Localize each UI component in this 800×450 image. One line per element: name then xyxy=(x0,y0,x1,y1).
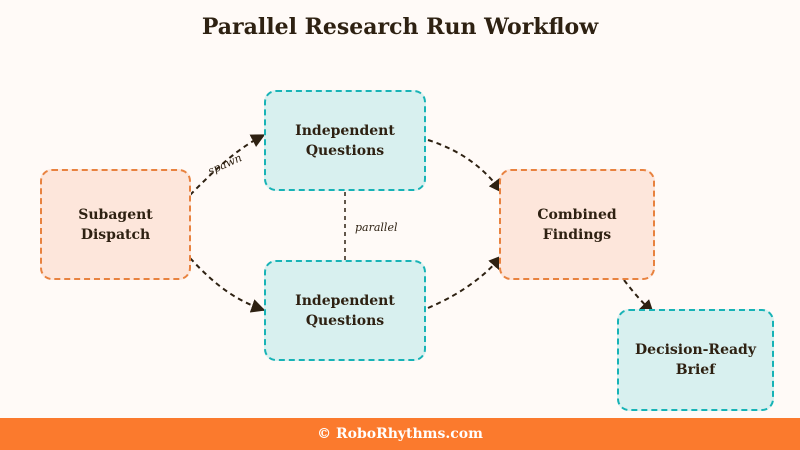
node-independent-questions-bottom-label: Independent Questions xyxy=(295,292,395,329)
edge-dispatch-to-bottom xyxy=(189,257,266,313)
node-decision-ready-brief-label: Decision-Ready Brief xyxy=(635,342,756,378)
node-independent-questions-top: Independent Questions xyxy=(264,90,426,191)
node-independent-questions-top-label: Independent Questions xyxy=(295,122,395,159)
node-combined-findings-label: Combined Findings xyxy=(537,206,617,243)
edge-label-parallel: parallel xyxy=(355,221,398,234)
edge-dispatch-to-top xyxy=(189,134,266,196)
node-subagent-dispatch: Subagent Dispatch xyxy=(40,169,191,280)
node-combined-findings: Combined Findings xyxy=(499,169,655,280)
node-independent-questions-bottom: Independent Questions xyxy=(264,260,426,361)
footer-copyright: © RoboRhythms.com xyxy=(0,418,800,450)
node-subagent-dispatch-label: Subagent Dispatch xyxy=(78,206,153,243)
diagram-title: Parallel Research Run Workflow xyxy=(201,14,599,40)
edge-top-to-combined xyxy=(427,139,503,194)
edge-bottom-to-combined xyxy=(427,254,503,309)
node-decision-ready-brief: Decision-Ready Brief xyxy=(617,309,774,411)
